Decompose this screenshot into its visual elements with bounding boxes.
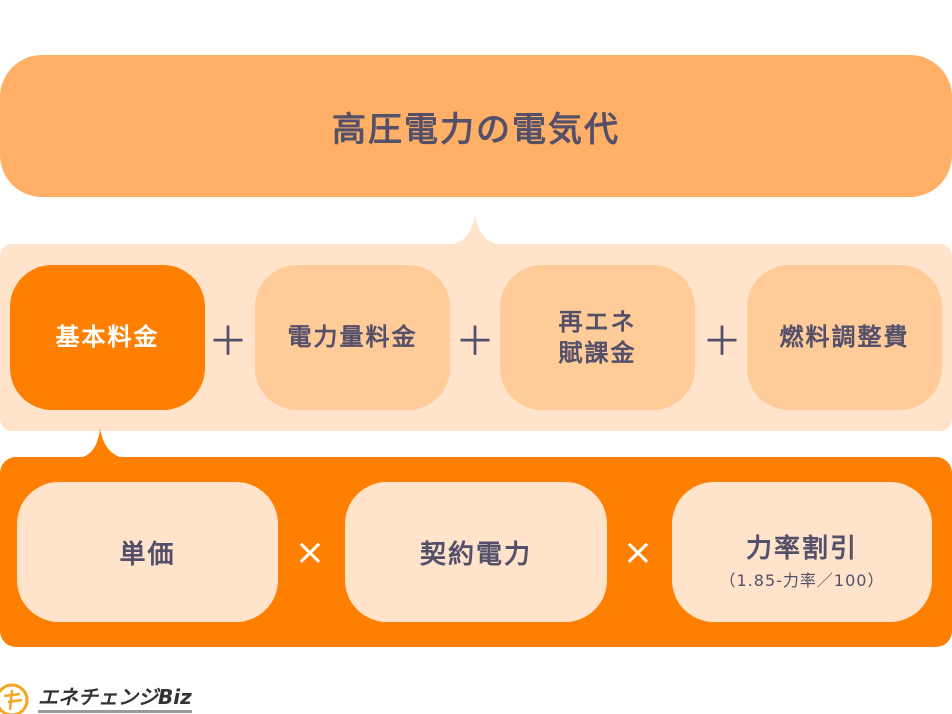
brace-notch-top — [445, 215, 505, 245]
fuel-adjustment-label: 燃料調整費 — [779, 323, 910, 351]
renewable-levy-box: 再エネ賦課金 — [500, 265, 695, 410]
power-factor-label: 力率割引 — [745, 534, 858, 564]
plus-sign: ＋ — [702, 319, 742, 365]
brace-notch-bottom — [72, 428, 132, 459]
unit-price-box: 単価 — [17, 482, 278, 622]
total-cost-header: 高圧電力の電気代 — [0, 55, 952, 197]
basic-charge-label: 基本料金 — [55, 323, 160, 351]
logo: エネチェンジBiz — [0, 680, 192, 714]
plus-sign: ＋ — [208, 319, 248, 365]
logo-mark-icon — [0, 683, 29, 714]
times-sign: × — [622, 531, 654, 573]
energy-charge-label: 電力量料金 — [287, 323, 418, 351]
power-factor-discount-box: 力率割引 （1.85-力率／100） — [672, 482, 932, 622]
logo-text: エネチェンジBiz — [38, 681, 192, 713]
unit-price-label: 単価 — [119, 539, 176, 570]
renewable-levy-line2: 賦課金 — [558, 338, 637, 367]
fuel-adjustment-box: 燃料調整費 — [747, 265, 942, 410]
basic-charge-box: 基本料金 — [10, 265, 205, 410]
times-sign: × — [294, 531, 326, 573]
plus-sign: ＋ — [455, 319, 495, 365]
power-factor-formula: （1.85-力率／100） — [719, 571, 885, 590]
contract-power-box: 契約電力 — [345, 482, 607, 622]
title: 高圧電力の電気代 — [332, 109, 620, 150]
energy-charge-box: 電力量料金 — [255, 265, 450, 410]
renewable-levy-line1: 再エネ — [558, 307, 637, 336]
contract-power-label: 契約電力 — [419, 539, 532, 570]
